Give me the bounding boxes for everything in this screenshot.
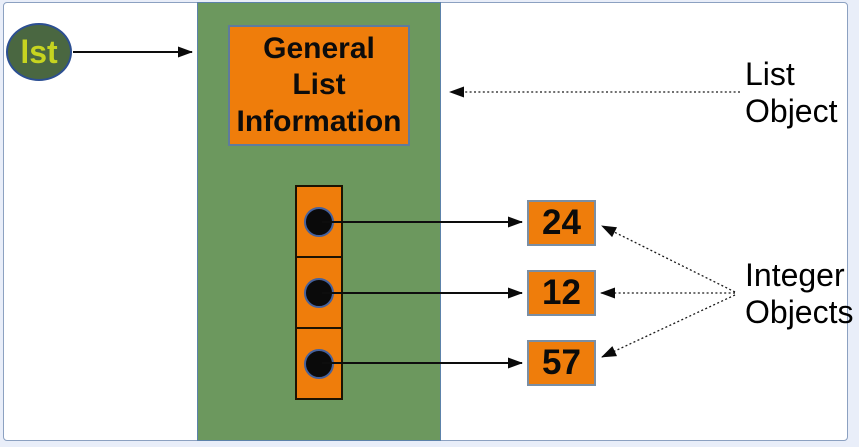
pointer-slot-1 [295,256,343,329]
list-variable-label: lst [20,33,58,70]
general-list-info-box: General List Information [228,25,410,146]
pointer-slot-stack [295,185,343,400]
pointer-dot-icon [304,277,334,308]
integer-objects-annotation: Integer Objects [745,257,854,330]
pointer-slot-2 [295,327,343,400]
integer-value: 12 [542,273,581,312]
list-variable-node: lst [6,23,72,81]
general-list-info-label: General List Information [236,31,402,138]
pointer-dot-icon [304,206,334,237]
list-object-annotation: List Object [745,56,838,129]
integer-value: 24 [542,203,581,242]
pointer-slot-0 [295,185,343,258]
pointer-dot-icon [304,348,334,379]
integer-object-box-1: 12 [527,270,596,316]
integer-value: 57 [542,343,581,382]
integer-object-box-0: 24 [527,200,596,246]
integer-object-box-2: 57 [527,340,596,386]
